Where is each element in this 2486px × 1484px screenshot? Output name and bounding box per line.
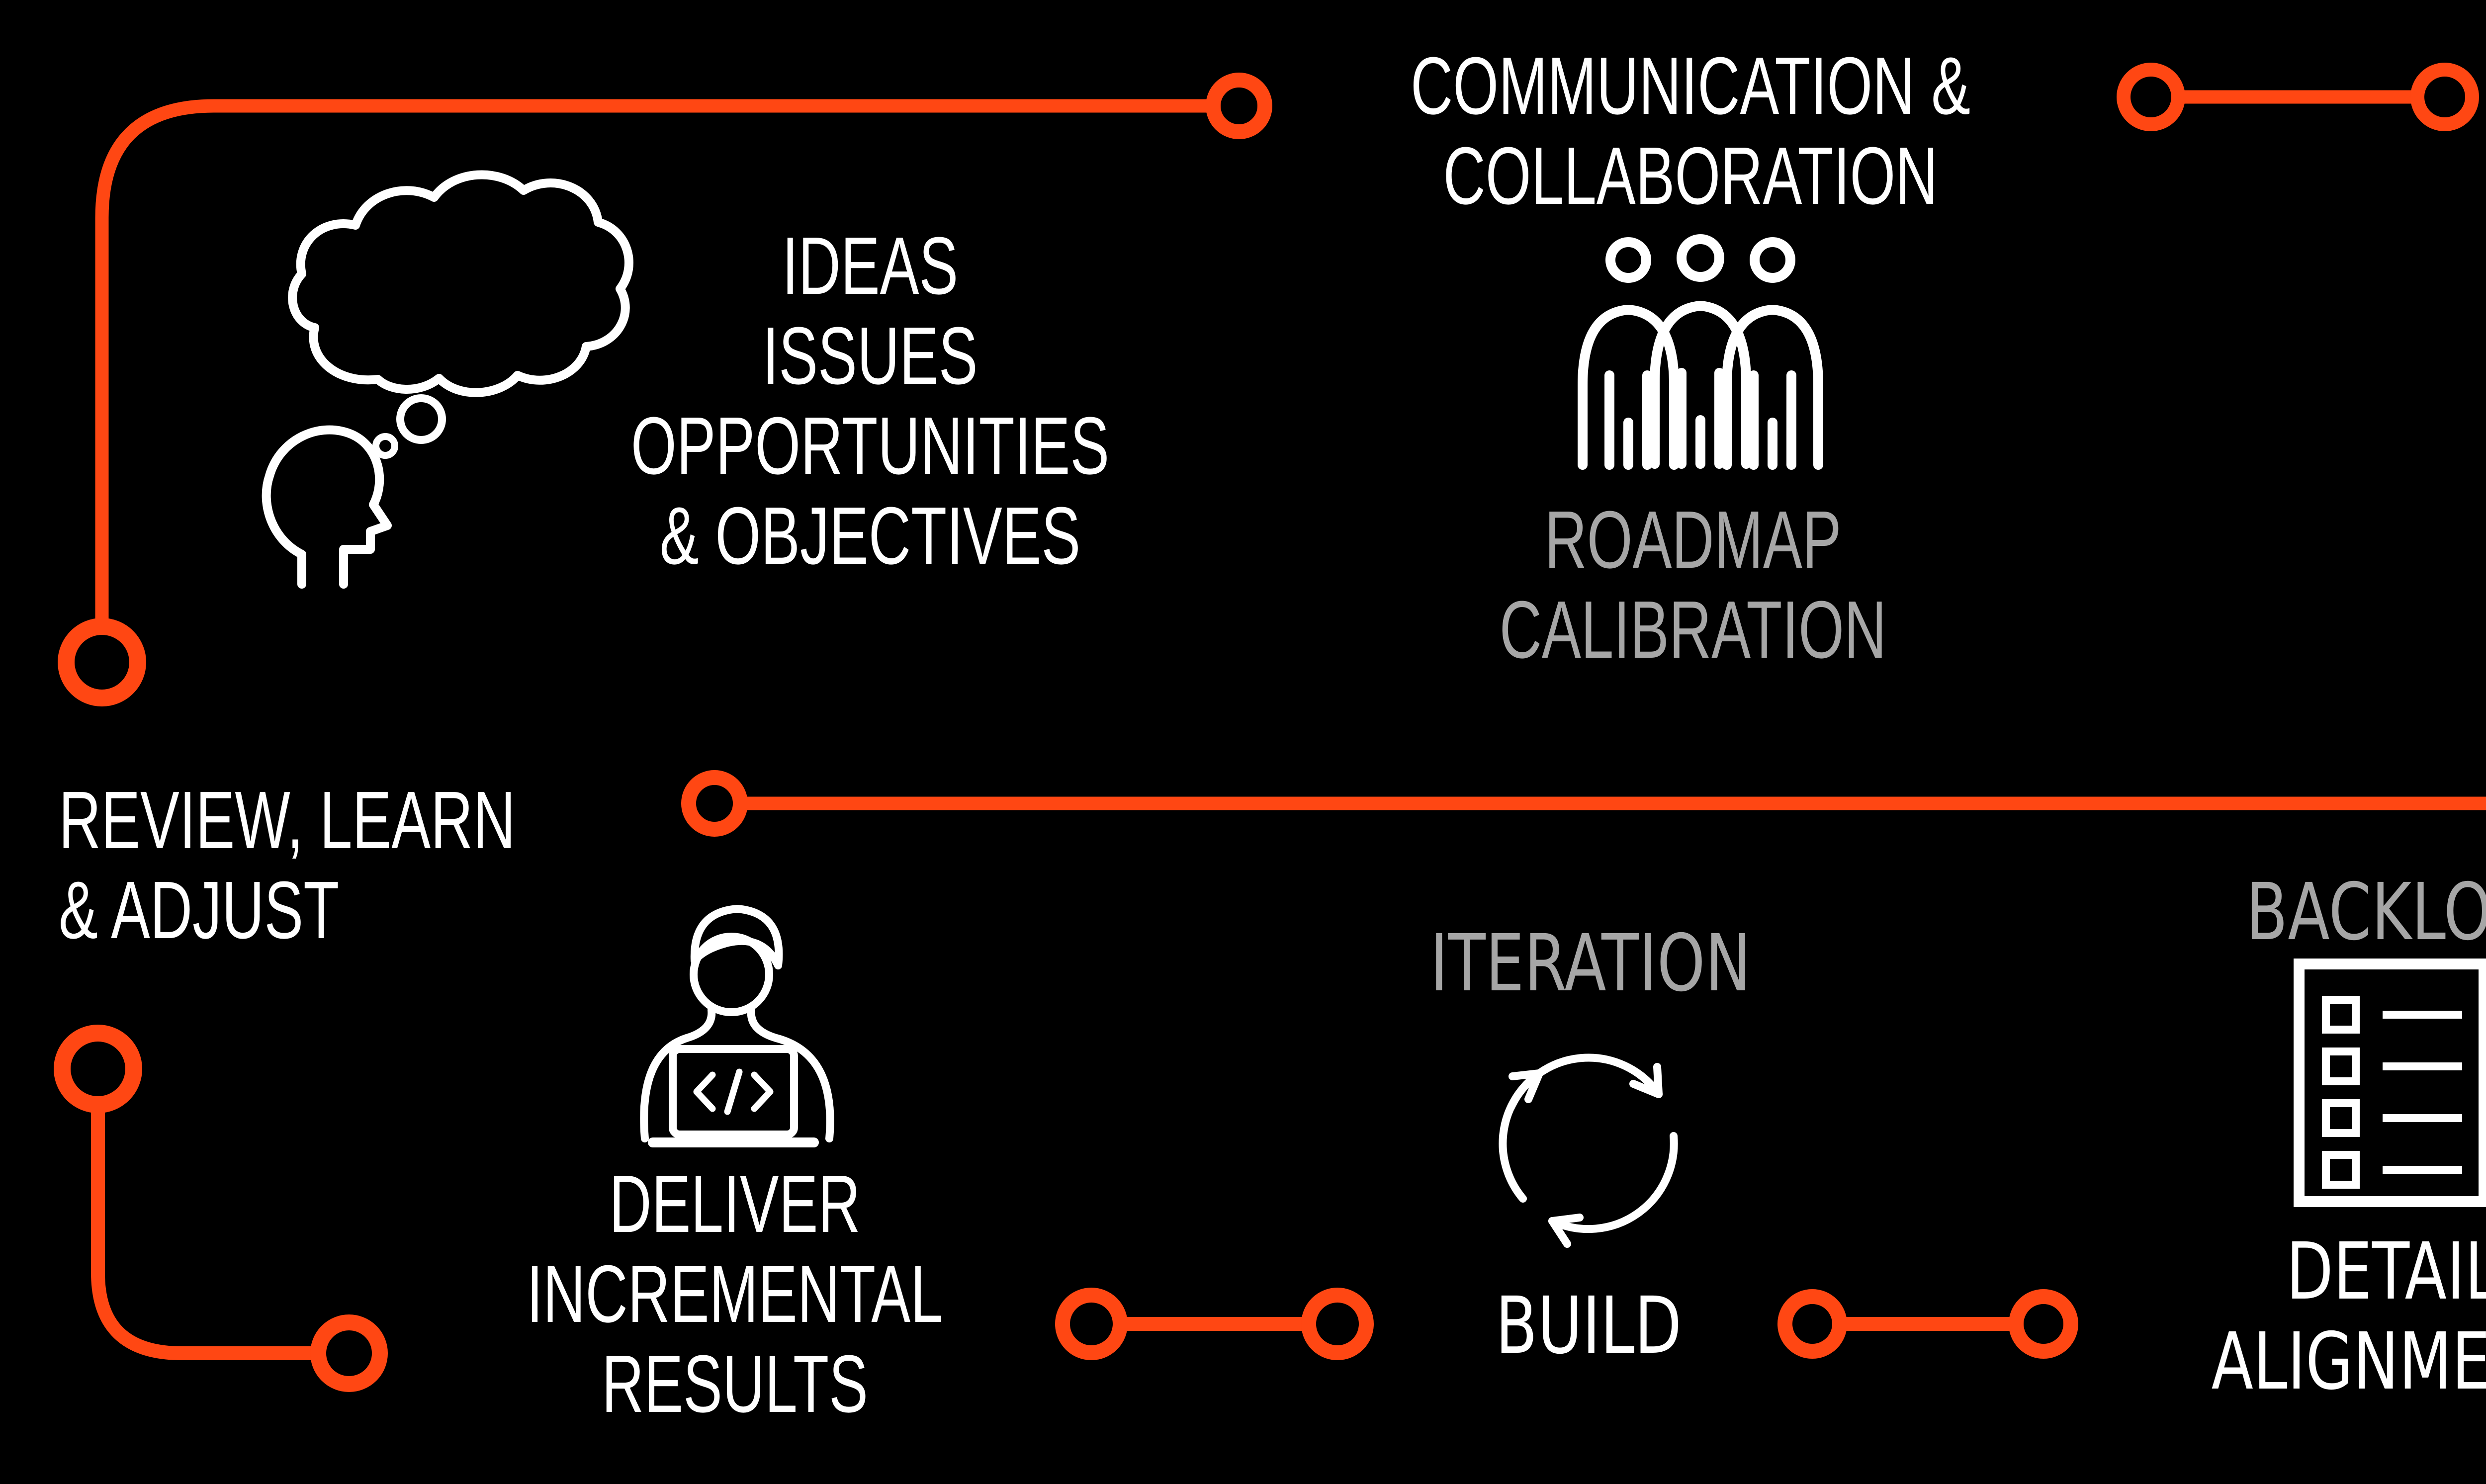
communication-line-2: COLLABORATION: [1443, 130, 1938, 221]
deliver-line-1: DELIVER: [609, 1158, 861, 1249]
build-label: BUILD: [1496, 1281, 1682, 1371]
cycle-arrows-icon: [1499, 1053, 1678, 1248]
detail-line-1: DETAIL: [2286, 1226, 2486, 1317]
connector-main-flow: [681, 770, 2486, 837]
detail-alignment-label: DETAIL ALIGNMENT: [2212, 1227, 2486, 1407]
ideas-line-1: IDEAS: [782, 220, 959, 311]
connector-review-path: [54, 1025, 388, 1392]
backlog-text: BACKLOG: [2245, 867, 2486, 958]
iteration-text: ITERATION: [1430, 918, 1751, 1009]
team-icon: [1578, 234, 1823, 470]
coder-at-laptop-icon: [640, 905, 834, 1147]
roadmap-calibration-line-2: CALIBRATION: [1499, 584, 1887, 675]
deliver-line-2: INCREMENTAL: [527, 1248, 943, 1339]
deliver-label: DELIVER INCREMENTAL RESULTS: [527, 1159, 943, 1429]
review-line-1: REVIEW, LEARN: [59, 775, 516, 866]
connector-top-link: [2117, 63, 2479, 131]
connector-ideas-path: [58, 73, 1272, 706]
ideas-line-4: & OBJECTIVES: [659, 490, 1081, 581]
roadmap-calibration-line-1: ROADMAP: [1544, 494, 1842, 585]
communication-label: COMMUNICATION & COLLABORATION: [1411, 41, 1970, 221]
review-label: REVIEW, LEARN & ADJUST: [59, 775, 516, 955]
detail-line-2: ALIGNMENT: [2211, 1316, 2486, 1407]
roadmap-calibration-label: ROADMAP CALIBRATION: [1500, 495, 1887, 675]
deliver-line-3: RESULTS: [602, 1338, 868, 1429]
build-text: BUILD: [1495, 1280, 1682, 1372]
ideas-line-2: ISSUES: [762, 310, 978, 401]
thought-bubble-icon: [262, 170, 633, 589]
connector-build-link-right: [1777, 1289, 2078, 1359]
ideas-line-3: OPPORTUNITIES: [630, 400, 1110, 491]
ideas-label: IDEAS ISSUES OPPORTUNITIES & OBJECTIVES: [631, 221, 1109, 581]
communication-line-1: COMMUNICATION &: [1410, 40, 1971, 131]
checklist-icon: [2294, 959, 2486, 1207]
connector-build-link-left: [1055, 1288, 1374, 1360]
iteration-label: ITERATION: [1430, 919, 1751, 1009]
review-line-2: & ADJUST: [59, 865, 340, 956]
backlog-label: BACKLOG: [2246, 868, 2486, 958]
